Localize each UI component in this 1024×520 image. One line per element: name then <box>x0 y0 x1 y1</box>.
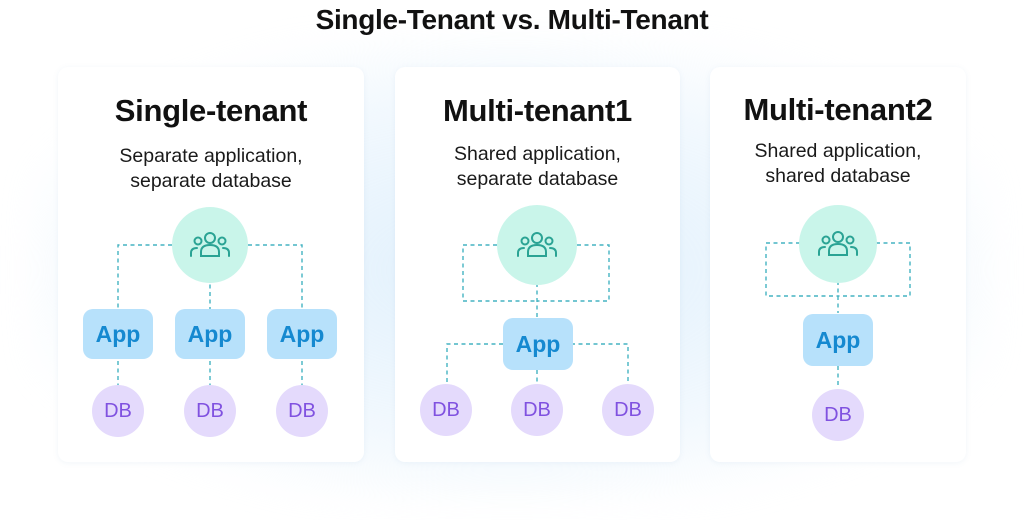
card-description-line-1: Separate application, <box>119 145 303 167</box>
db-node: DB <box>511 384 563 436</box>
users-icon <box>818 231 858 256</box>
card-title: Multi-tenant2 <box>743 92 933 127</box>
connector-app-db-left <box>446 343 503 382</box>
card-description-line-2: separate database <box>456 168 619 190</box>
app-node: App <box>267 309 337 359</box>
card-multi-tenant-2: Multi-tenant2 Shared application, shared… <box>710 67 966 462</box>
card-title: Multi-tenant1 <box>443 93 632 128</box>
card-description-line-1: Shared application, <box>454 143 621 165</box>
connector-app-db-right <box>571 343 629 382</box>
connector-left <box>117 244 172 309</box>
db-node: DB <box>420 384 472 436</box>
card-description: Separate application, separate database <box>58 144 364 194</box>
db-node: DB <box>276 385 328 437</box>
card-single-tenant: Single-tenant Separate application, sepa… <box>58 67 364 462</box>
connector-lines <box>765 242 911 387</box>
users-icon <box>517 232 557 257</box>
connector-loop-left <box>765 242 838 297</box>
users-node <box>497 205 577 285</box>
card-title: Single-tenant <box>114 93 308 128</box>
card-description-line-2: separate database <box>130 170 292 192</box>
connector-lines <box>117 244 303 389</box>
connector-loop-right <box>838 242 911 297</box>
card-multi-tenant-1: Multi-tenant1 Shared application, separa… <box>395 67 680 462</box>
app-node: App <box>83 309 153 359</box>
users-node <box>799 205 877 283</box>
card-description: Shared application, separate database <box>395 142 680 192</box>
connector-right <box>248 244 303 309</box>
users-icon <box>190 232 230 257</box>
card-description-line-2: shared database <box>765 165 911 187</box>
card-description: Shared application, shared database <box>710 139 966 189</box>
app-node: App <box>175 309 245 359</box>
db-node: DB <box>92 385 144 437</box>
app-node: App <box>503 318 573 370</box>
connector-loop-right <box>537 244 610 302</box>
users-node <box>172 207 248 283</box>
db-node: DB <box>602 384 654 436</box>
connector-lines <box>446 244 629 382</box>
db-node: DB <box>184 385 236 437</box>
app-node: App <box>803 314 873 366</box>
page-title: Single-Tenant vs. Multi-Tenant <box>315 4 709 35</box>
db-node: DB <box>812 389 864 441</box>
card-description-line-1: Shared application, <box>754 140 922 162</box>
connector-loop-left <box>462 244 537 302</box>
